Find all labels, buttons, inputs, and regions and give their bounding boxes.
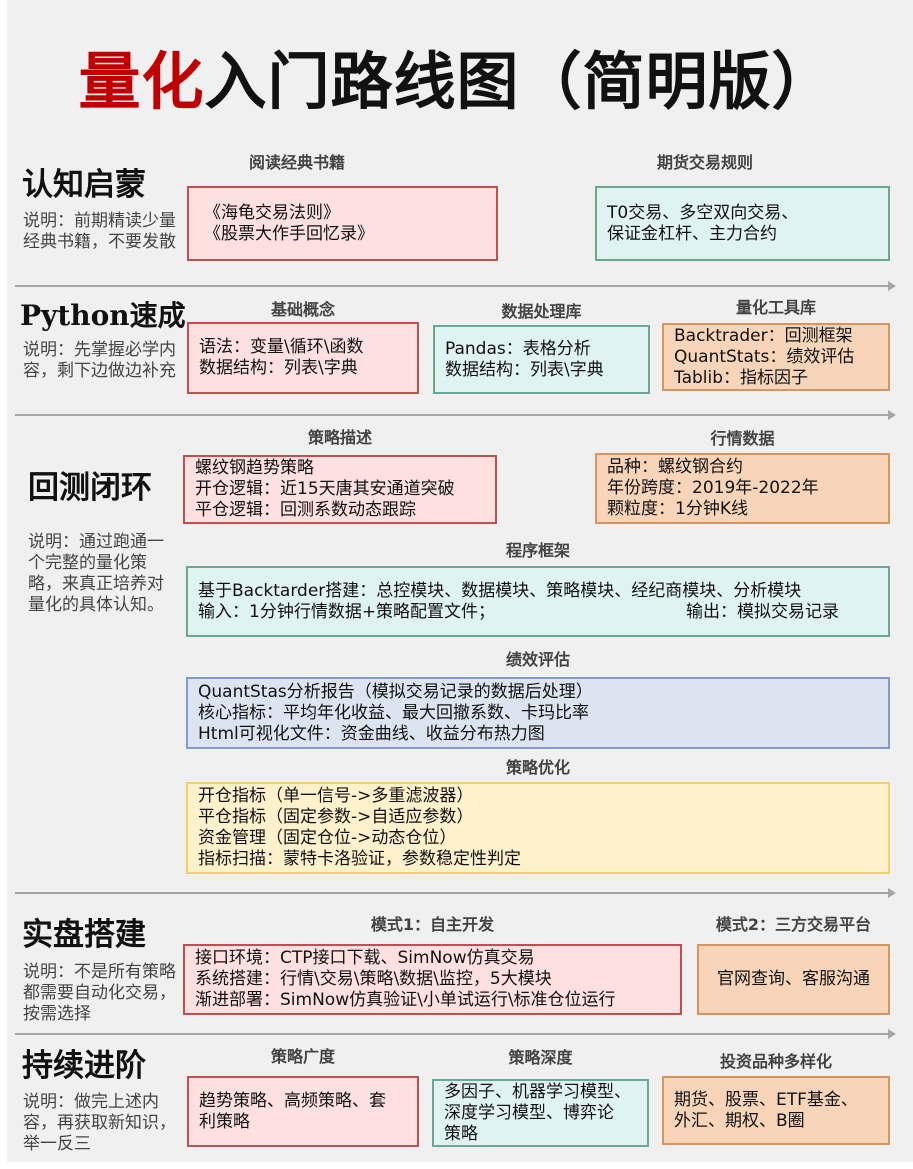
stage-1-heading: 认知启蒙 <box>22 167 146 203</box>
progress-arrow-3 <box>15 888 896 898</box>
stage-2-description: 说明：先掌握必学内容，剩下边做边补充 <box>23 340 176 381</box>
box-line: 外汇、期权、B圈 <box>674 1110 805 1131</box>
box-line: 指标扫描：蒙特卡洛验证，参数稳定性判定 <box>198 849 521 869</box>
box-line: 策略 <box>444 1123 478 1144</box>
box-strategy-optimization: 开仓指标（单一信号->多重滤波器） 平仓指标（固定参数->自适应参数） 资金管理… <box>186 782 890 874</box>
box-strategy-description: 螺纹钢趋势策略 开仓逻辑：近15天唐其安通道突破 平仓逻辑：回测系数动态跟踪 <box>183 455 497 524</box>
box-mode-third-party: 官网查询、客服沟通 <box>697 944 890 1015</box>
box-line: Backtrader：回测框架 <box>674 325 853 346</box>
box-line: QuantStas分析报告（模拟交易记录的数据后处理） <box>198 681 593 702</box>
stage-4-description: 说明：不是所有策略都需要自动化交易，按需选择 <box>23 962 176 1024</box>
label-market-data: 行情数据 <box>710 429 775 448</box>
label-program-framework: 程序框架 <box>505 541 570 560</box>
box-performance-eval: QuantStas分析报告（模拟交易记录的数据后处理） 核心指标：平均年化收益、… <box>186 677 890 749</box>
box-futures-rules: T0交易、多空双向交易、 保证金杠杆、主力合约 <box>595 186 890 261</box>
label-mode-third-party: 模式2：三方交易平台 <box>715 915 872 934</box>
title-rest: 入门路线图（简明版） <box>204 45 835 118</box>
label-basic-concepts: 基础概念 <box>270 300 335 319</box>
box-line: 核心指标：平均年化收益、最大回撤系数、卡玛比率 <box>198 702 589 723</box>
label-strategy-depth: 策略深度 <box>508 1048 573 1067</box>
label-strategy-description: 策略描述 <box>307 428 372 447</box>
box-line: 官网查询、客服沟通 <box>717 969 870 989</box>
box-line: 颗粒度：1分钟K线 <box>607 499 748 519</box>
stage-3-description: 说明：通过跑通一个完整的量化策略，来真正培养对量化的具体认知。 <box>28 532 164 615</box>
input-text: 输入：1分钟行情数据+策略配置文件； <box>198 601 496 622</box>
stage-1-description: 说明：前期精读少量经典书籍，不要发散 <box>23 211 176 252</box>
box-mode-self-dev: 接口环境：CTP接口下载、SimNow仿真交易 系统搭建：行情\交易\策略\数据… <box>183 944 682 1015</box>
box-line: 开仓逻辑：近15天唐其安通道突破 <box>195 479 455 499</box>
box-line: 基于Backtarder搭建：总控模块、数据模块、策略模块、经纪商模块、分析模块 <box>198 580 802 601</box>
box-market-data: 品种：螺纹钢合约 年份跨度：2019年-2022年 颗粒度：1分钟K线 <box>595 453 890 524</box>
box-line-io: 输入：1分钟行情数据+策略配置文件； 输出：模拟交易记录 <box>198 602 878 623</box>
stage-2-heading: Python速成 <box>20 299 186 332</box>
box-line: 《海龟交易法则》 <box>204 202 340 223</box>
page-title: 量化入门路线图（简明版） <box>0 40 913 124</box>
box-classic-books: 《海龟交易法则》 《股票大作手回忆录》 <box>187 186 498 261</box>
box-asset-diversification: 期货、股票、ETF基金、 外汇、期权、B圈 <box>662 1076 890 1145</box>
label-strategy-optimization: 策略优化 <box>505 758 570 777</box>
title-highlight: 量化 <box>78 45 205 118</box>
label-mode-self-dev: 模式1：自主开发 <box>370 915 495 934</box>
label-strategy-breadth: 策略广度 <box>270 1047 335 1066</box>
box-line: 期货、股票、ETF基金、 <box>674 1089 858 1110</box>
box-line: 多因子、机器学习模型、 <box>444 1081 631 1102</box>
box-line: 数据结构：列表\字典 <box>199 358 358 378</box>
box-line: 资金管理（固定仓位->动态仓位） <box>198 828 457 848</box>
label-performance-eval: 绩效评估 <box>505 650 570 669</box>
label-classic-books: 阅读经典书籍 <box>248 153 345 172</box>
box-line: 开仓指标（单一信号->多重滤波器） <box>198 786 474 806</box>
box-strategy-depth: 多因子、机器学习模型、 深度学习模型、博弈论 策略 <box>432 1079 649 1147</box>
box-line: 利策略 <box>199 1111 250 1132</box>
label-futures-rules: 期货交易规则 <box>656 153 753 172</box>
box-line: 数据结构：列表\字典 <box>445 359 604 380</box>
box-line: 渐进部署：SimNow仿真验证\小单试运行\标准仓位运行 <box>195 990 616 1010</box>
progress-arrow-2 <box>15 410 896 420</box>
box-line: T0交易、多空双向交易、 <box>607 202 799 223</box>
label-quant-libs: 量化工具库 <box>735 298 816 317</box>
box-line: 保证金杠杆、主力合约 <box>607 223 777 244</box>
box-line: Html可视化文件：资金曲线、收益分布热力图 <box>198 723 545 744</box>
progress-arrow-1 <box>15 281 896 291</box>
box-line: QuantStats：绩效评估 <box>674 346 855 367</box>
box-program-framework: 基于Backtarder搭建：总控模块、数据模块、策略模块、经纪商模块、分析模块… <box>186 566 890 637</box>
box-data-libs: Pandas：表格分析 数据结构：列表\字典 <box>433 325 650 394</box>
box-line: 平仓逻辑：回测系数动态跟踪 <box>195 500 416 520</box>
box-line: 深度学习模型、博弈论 <box>444 1102 614 1123</box>
stage-5-heading: 持续进阶 <box>22 1048 146 1084</box>
box-line: 年份跨度：2019年-2022年 <box>607 478 819 498</box>
box-line: 《股票大作手回忆录》 <box>204 223 374 244</box>
box-line: 螺纹钢趋势策略 <box>195 458 314 478</box>
box-line: 接口环境：CTP接口下载、SimNow仿真交易 <box>195 948 535 968</box>
box-quant-libs: Backtrader：回测框架 QuantStats：绩效评估 Tablib：指… <box>662 323 890 391</box>
progress-arrow-4 <box>15 1029 896 1039</box>
box-line: 系统搭建：行情\交易\策略\数据\监控，5大模块 <box>195 969 552 989</box>
stage-5-description: 说明：做完上述内容，再获取新知识，举一反三 <box>23 1092 176 1154</box>
box-line: 趋势策略、高频策略、套 <box>199 1090 386 1111</box>
box-line: Pandas：表格分析 <box>445 338 591 359</box>
label-asset-diversification: 投资品种多样化 <box>719 1052 832 1071</box>
box-strategy-breadth: 趋势策略、高频策略、套 利策略 <box>187 1076 419 1147</box>
box-line: 平仓指标（固定参数->自适应参数） <box>198 807 474 827</box>
box-line: 语法：变量\循环\函数 <box>199 337 364 357</box>
box-line: 品种：螺纹钢合约 <box>607 457 743 477</box>
stage-4-heading: 实盘搭建 <box>22 917 146 953</box>
stage-3-heading: 回测闭环 <box>28 470 152 506</box>
box-basic-concepts: 语法：变量\循环\函数 数据结构：列表\字典 <box>187 322 419 394</box>
label-data-libs: 数据处理库 <box>501 302 582 321</box>
output-text: 输出：模拟交易记录 <box>686 601 839 622</box>
box-line: Tablib：指标因子 <box>674 367 809 388</box>
